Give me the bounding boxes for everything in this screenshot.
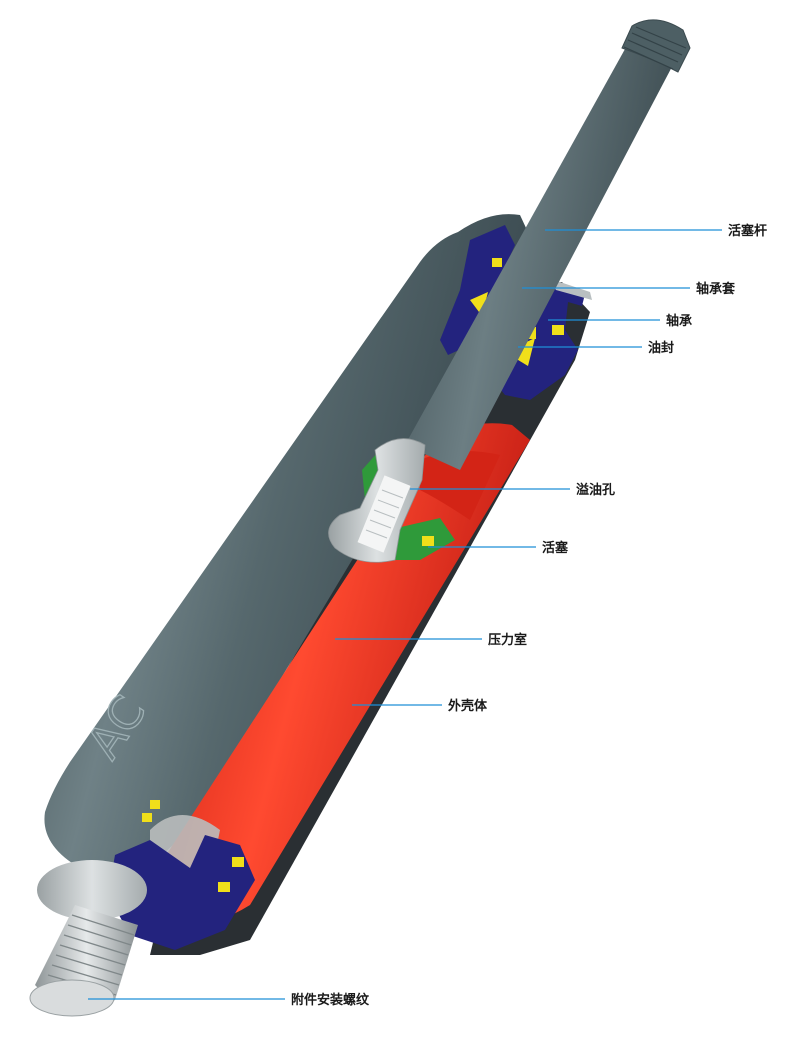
bottom-cap-face <box>37 860 147 920</box>
label-overflow-hole: 溢油孔 <box>576 482 615 498</box>
label-bearing: 轴承 <box>666 313 692 329</box>
callout-piston-rod: 活塞杆 <box>545 223 767 239</box>
label-outer-shell: 外壳体 <box>447 698 488 714</box>
callout-bearing: 轴承 <box>548 313 692 329</box>
bottom-seal-4 <box>142 813 152 822</box>
bearing-seal-2 <box>552 325 564 335</box>
label-mounting-thread: 附件安装螺纹 <box>291 992 370 1008</box>
bottom-seal-3 <box>150 800 160 809</box>
callout-mounting-thread: 附件安装螺纹 <box>88 992 370 1008</box>
rod-thread <box>623 26 687 70</box>
callout-overflow-hole: 溢油孔 <box>410 482 615 498</box>
label-bearing-sleeve: 轴承套 <box>696 281 736 297</box>
callout-piston: 活塞 <box>428 540 569 556</box>
callout-outer-shell: 外壳体 <box>352 698 488 714</box>
label-piston: 活塞 <box>542 540 569 556</box>
callout-oil-seal: 油封 <box>518 340 674 356</box>
bottom-seal-2 <box>218 882 230 892</box>
label-pressure-chamber: 压力室 <box>488 632 527 648</box>
bearing-seal-3 <box>492 258 502 267</box>
piston-rod <box>405 19 691 470</box>
callout-bearing-sleeve: 轴承套 <box>522 281 736 297</box>
mounting-thread <box>29 860 147 1017</box>
bottom-seal-1 <box>232 857 244 867</box>
piston-head <box>328 438 426 563</box>
bottom-end-cap <box>108 800 255 950</box>
piston-seal <box>422 536 434 546</box>
callout-pressure-chamber: 压力室 <box>335 632 527 648</box>
label-piston-rod: 活塞杆 <box>728 223 767 239</box>
label-oil-seal: 油封 <box>648 340 674 356</box>
